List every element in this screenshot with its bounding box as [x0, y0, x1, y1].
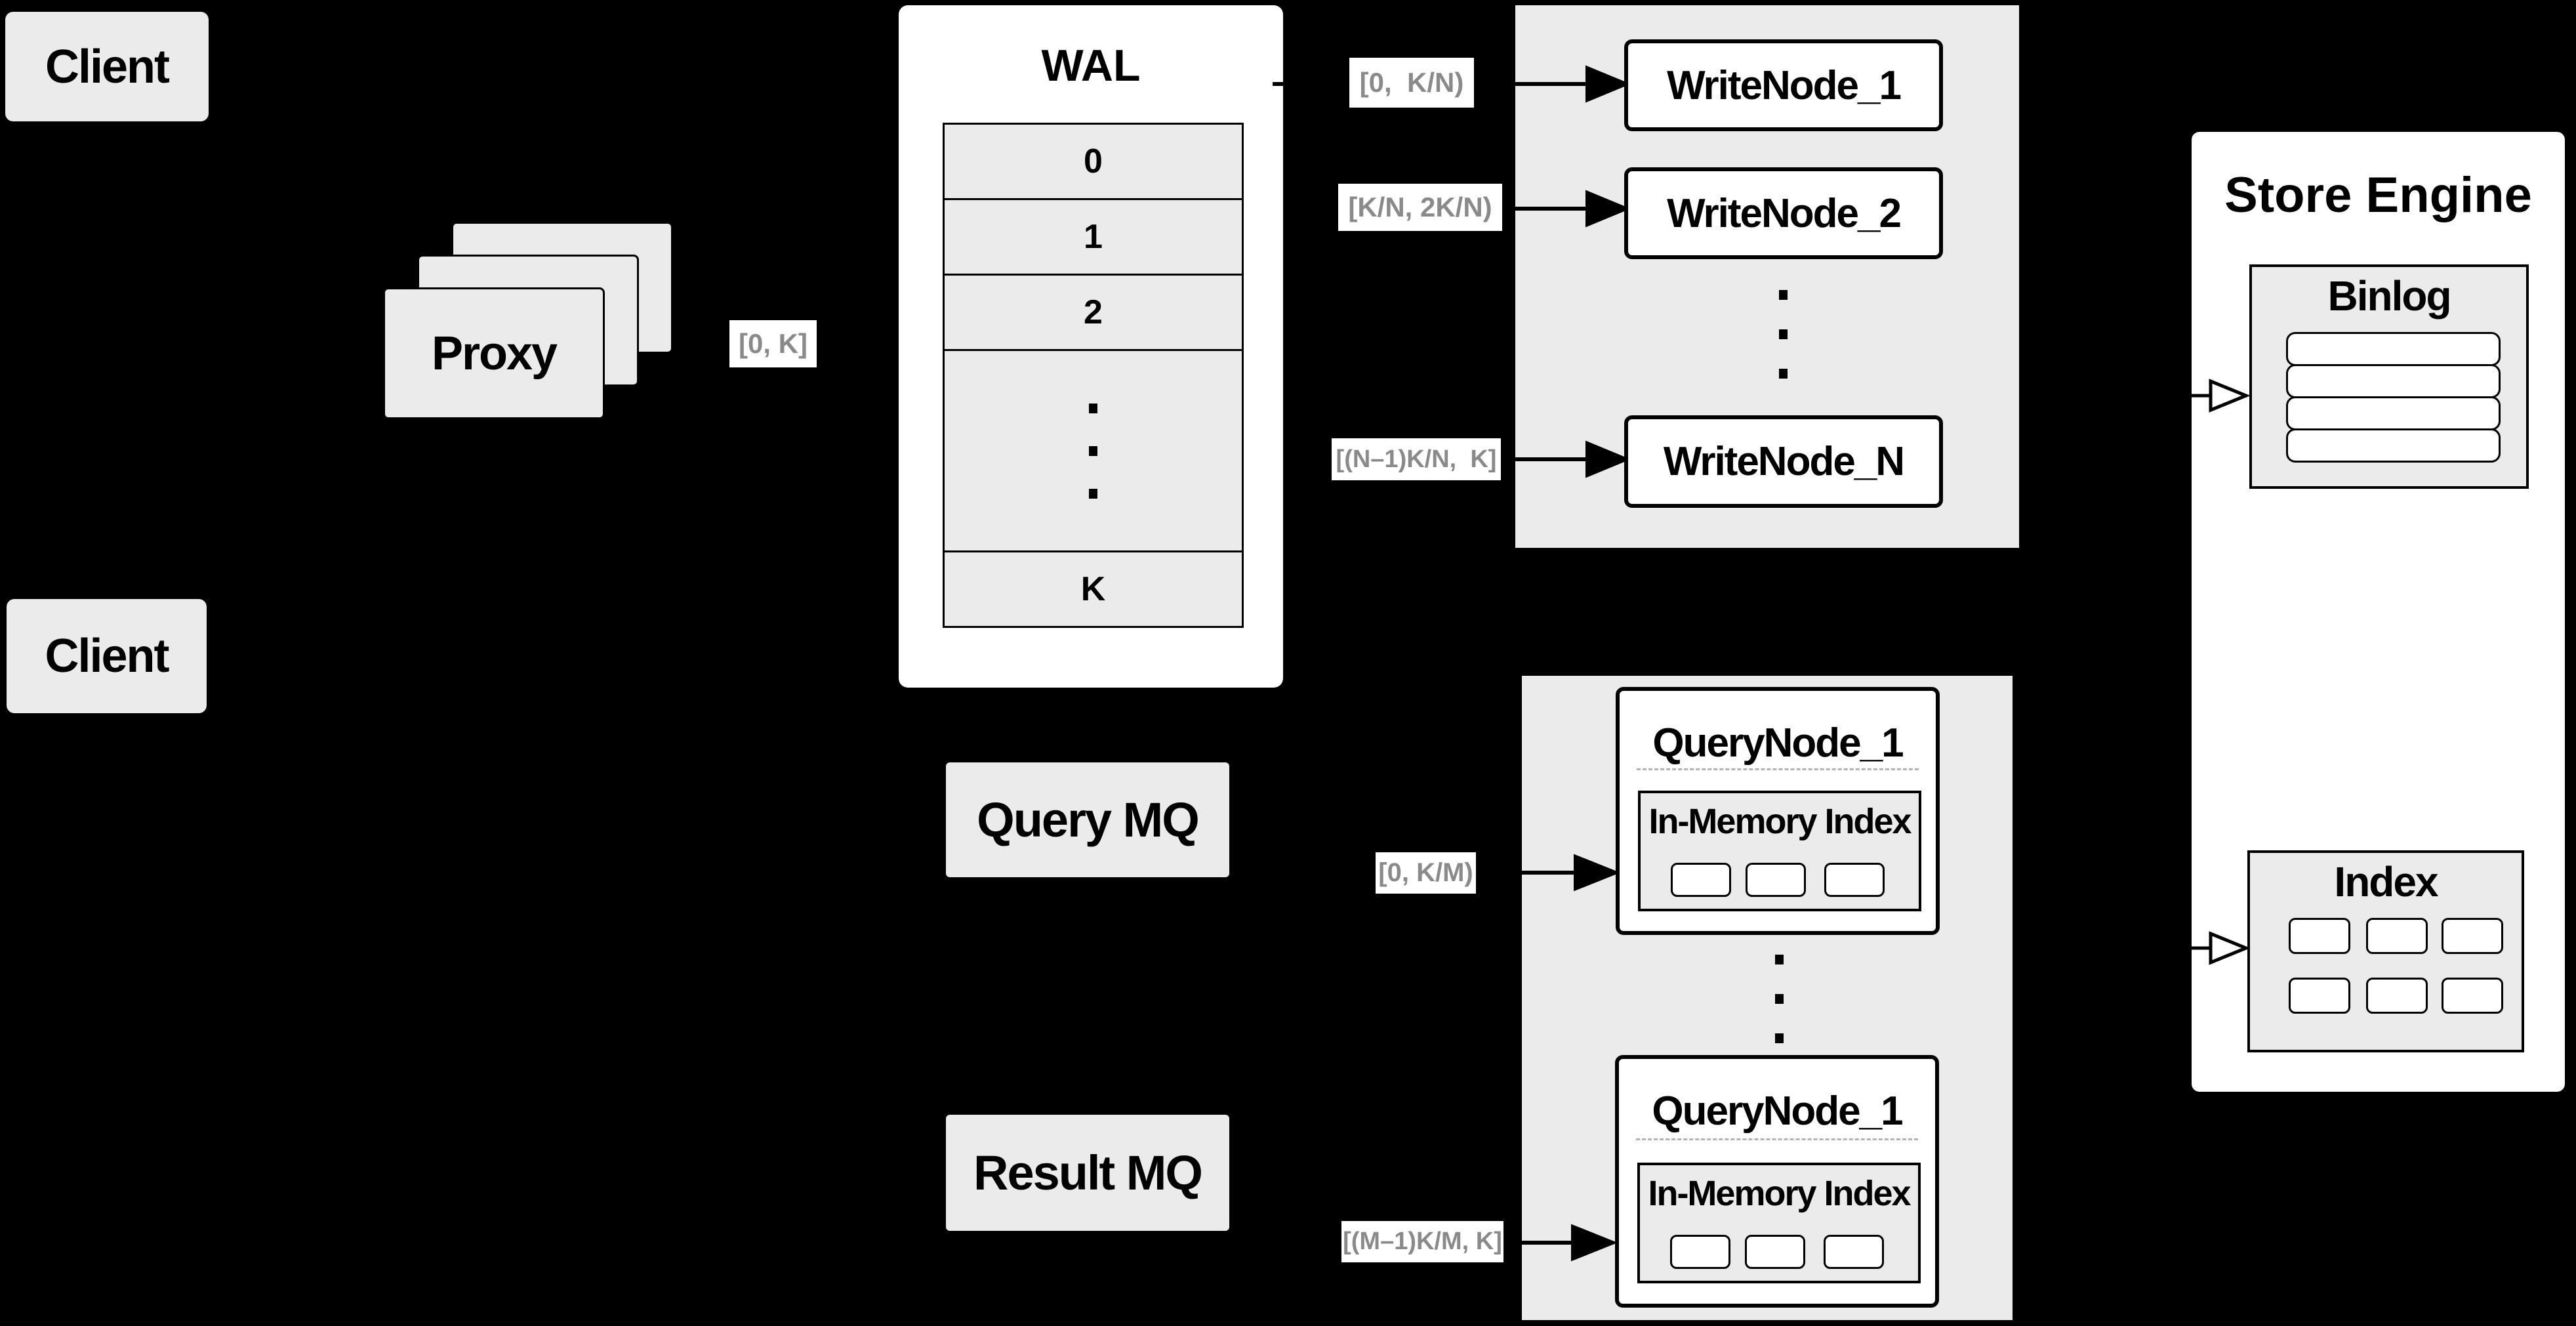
querynode-top-memory-box: In-Memory Index — [1638, 791, 1921, 911]
writenode-ellipsis-dot — [1779, 329, 1788, 339]
query-mq-box: Query MQ — [946, 762, 1229, 877]
writenode-2-box: WriteNode_2 — [1624, 167, 1943, 259]
memory-segment — [1746, 863, 1806, 897]
binlog-segment — [2286, 396, 2501, 430]
memory-segment — [1824, 863, 1885, 897]
client-box-bottom: Client — [7, 599, 207, 713]
store-engine-title: Store Engine — [2224, 167, 2532, 223]
proxy-label: Proxy — [431, 327, 558, 380]
querynode-bottom-title: QueryNode_1 — [1652, 1088, 1903, 1134]
querynode-bottom-box: QueryNode_1 In-Memory Index — [1615, 1055, 1939, 1308]
binlog-box: Binlog — [2249, 264, 2529, 489]
writenode-2-label: WriteNode_2 — [1667, 190, 1902, 236]
wal-box: WAL 0 1 2 K — [899, 5, 1283, 688]
edge-label-write-range-n: [(N–1)K/N, K] — [1332, 438, 1501, 480]
binlog-segment — [2286, 364, 2501, 398]
client-box-top: Client — [5, 12, 209, 121]
binlog-title: Binlog — [2327, 272, 2451, 320]
index-segment — [2289, 918, 2350, 954]
writenode-1-box: WriteNode_1 — [1624, 39, 1943, 131]
client-top-label: Client — [45, 40, 170, 93]
memory-segment — [1671, 863, 1731, 897]
writenode-n-box: WriteNode_N — [1624, 415, 1943, 508]
result-mq-label: Result MQ — [973, 1146, 1203, 1200]
wal-row-2: 2 — [945, 276, 1242, 351]
edge-label-write-range-2: [K/N, 2K/N) — [1338, 184, 1502, 231]
memory-segment — [1670, 1235, 1730, 1269]
memory-segment — [1824, 1235, 1884, 1269]
index-segment — [2366, 978, 2428, 1014]
index-box: Index — [2247, 850, 2524, 1052]
query-mq-label: Query MQ — [977, 793, 1200, 847]
edge-label-write-range-1: [0, K/N) — [1349, 58, 1474, 108]
wal-ellipsis-dot — [1089, 445, 1097, 456]
binlog-segment — [2286, 428, 2501, 463]
querynode-top-memory-title: In-Memory Index — [1648, 802, 1912, 841]
querynode-top-title: QueryNode_1 — [1652, 720, 1904, 766]
wal-ellipsis-dot — [1089, 403, 1097, 413]
writenode-ellipsis-dot — [1779, 290, 1788, 300]
querynode-ellipsis-dot — [1775, 1033, 1784, 1043]
client-bottom-label: Client — [45, 630, 169, 682]
querynode-top-separator — [1637, 768, 1919, 770]
memory-segment — [1745, 1235, 1805, 1269]
wal-row-1: 1 — [945, 200, 1242, 276]
proxy-box-front: Proxy — [383, 287, 605, 419]
wal-row-0: 0 — [945, 125, 1242, 200]
querynode-bottom-memory-box: In-Memory Index — [1637, 1163, 1921, 1283]
wal-title: WAL — [1041, 41, 1141, 91]
querynode-top-box: QueryNode_1 In-Memory Index — [1616, 687, 1940, 935]
writenode-n-label: WriteNode_N — [1663, 439, 1905, 484]
index-title: Index — [2334, 858, 2438, 905]
edge-label-query-range-bottom: [(M–1)K/M, K] — [1341, 1221, 1503, 1262]
wal-ellipsis-dot — [1089, 488, 1097, 499]
wal-row-k: K — [945, 552, 1242, 626]
edge-label-proxy-to-wal: [0, K] — [729, 320, 817, 367]
wal-row-ellipsis — [945, 351, 1242, 552]
querynode-bottom-memory-title: In-Memory Index — [1648, 1174, 1911, 1213]
writenode-1-label: WriteNode_1 — [1667, 62, 1902, 108]
querynode-ellipsis-dot — [1775, 994, 1784, 1004]
index-segment — [2289, 978, 2350, 1014]
result-mq-box: Result MQ — [946, 1115, 1229, 1231]
querynode-bottom-separator — [1636, 1138, 1918, 1140]
edge-label-query-range-top: [0, K/M) — [1376, 852, 1476, 894]
store-engine-box: Store Engine Binlog Index — [2189, 129, 2567, 1094]
wal-table: 0 1 2 K — [943, 123, 1244, 628]
writenode-ellipsis-dot — [1779, 369, 1788, 379]
index-segment — [2442, 918, 2503, 954]
binlog-rows — [2286, 332, 2501, 463]
index-segment — [2366, 918, 2428, 954]
binlog-segment — [2286, 332, 2501, 366]
querynode-ellipsis-dot — [1775, 955, 1784, 964]
index-segment — [2442, 978, 2503, 1014]
